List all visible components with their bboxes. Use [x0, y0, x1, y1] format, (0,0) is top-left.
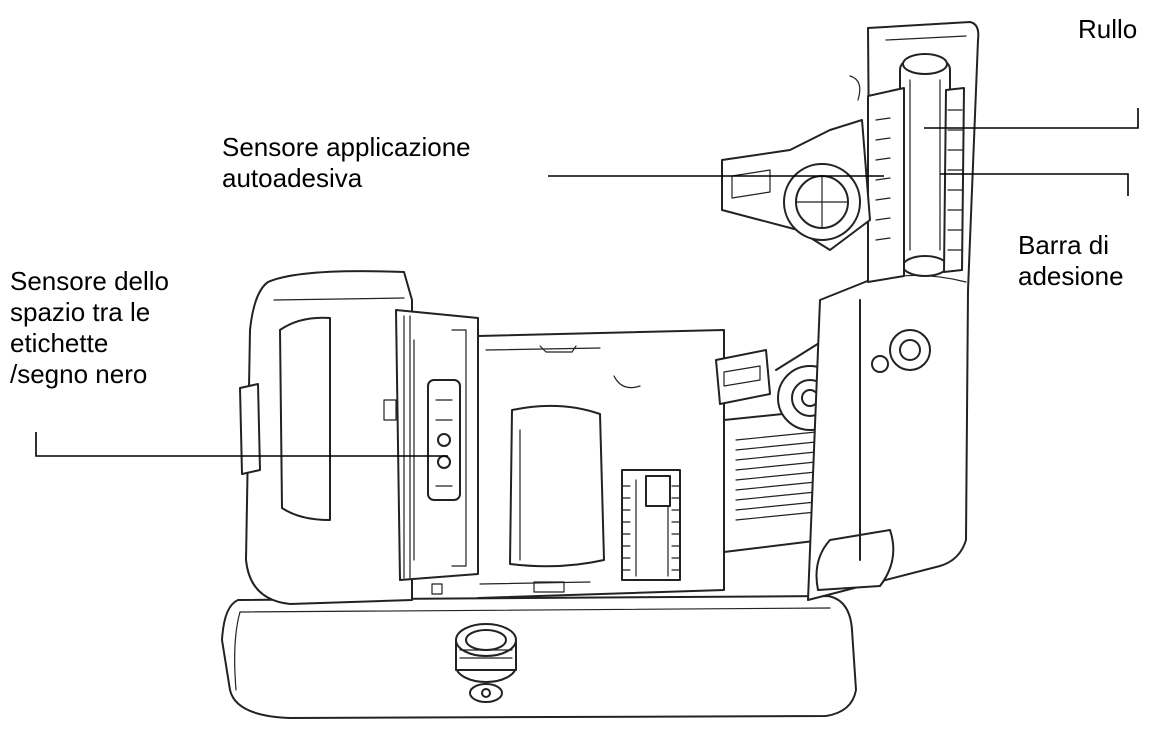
label-sensore-spazio: Sensore dello spazio tra le etichette /s… [10, 266, 169, 389]
left-guide-assembly [383, 309, 479, 581]
base-knob [455, 623, 517, 703]
printer-base [221, 595, 857, 719]
center-guide [621, 469, 681, 581]
leader-barra-adesione [940, 173, 1129, 196]
label-rullo: Rullo [1078, 14, 1138, 44]
upper-roll-holder [721, 75, 871, 251]
label-barra-adesione: Barra di adesione [1018, 230, 1124, 291]
leader-lines [35, 108, 1139, 457]
roller-assembly [867, 53, 965, 283]
label-sensore-applicazione: Sensore applicazione autoadesiva [222, 132, 471, 193]
leader-rullo [924, 108, 1139, 129]
leader-sensore-spazio [35, 432, 448, 457]
left-housing [239, 270, 413, 605]
paper-cavity [431, 329, 725, 599]
